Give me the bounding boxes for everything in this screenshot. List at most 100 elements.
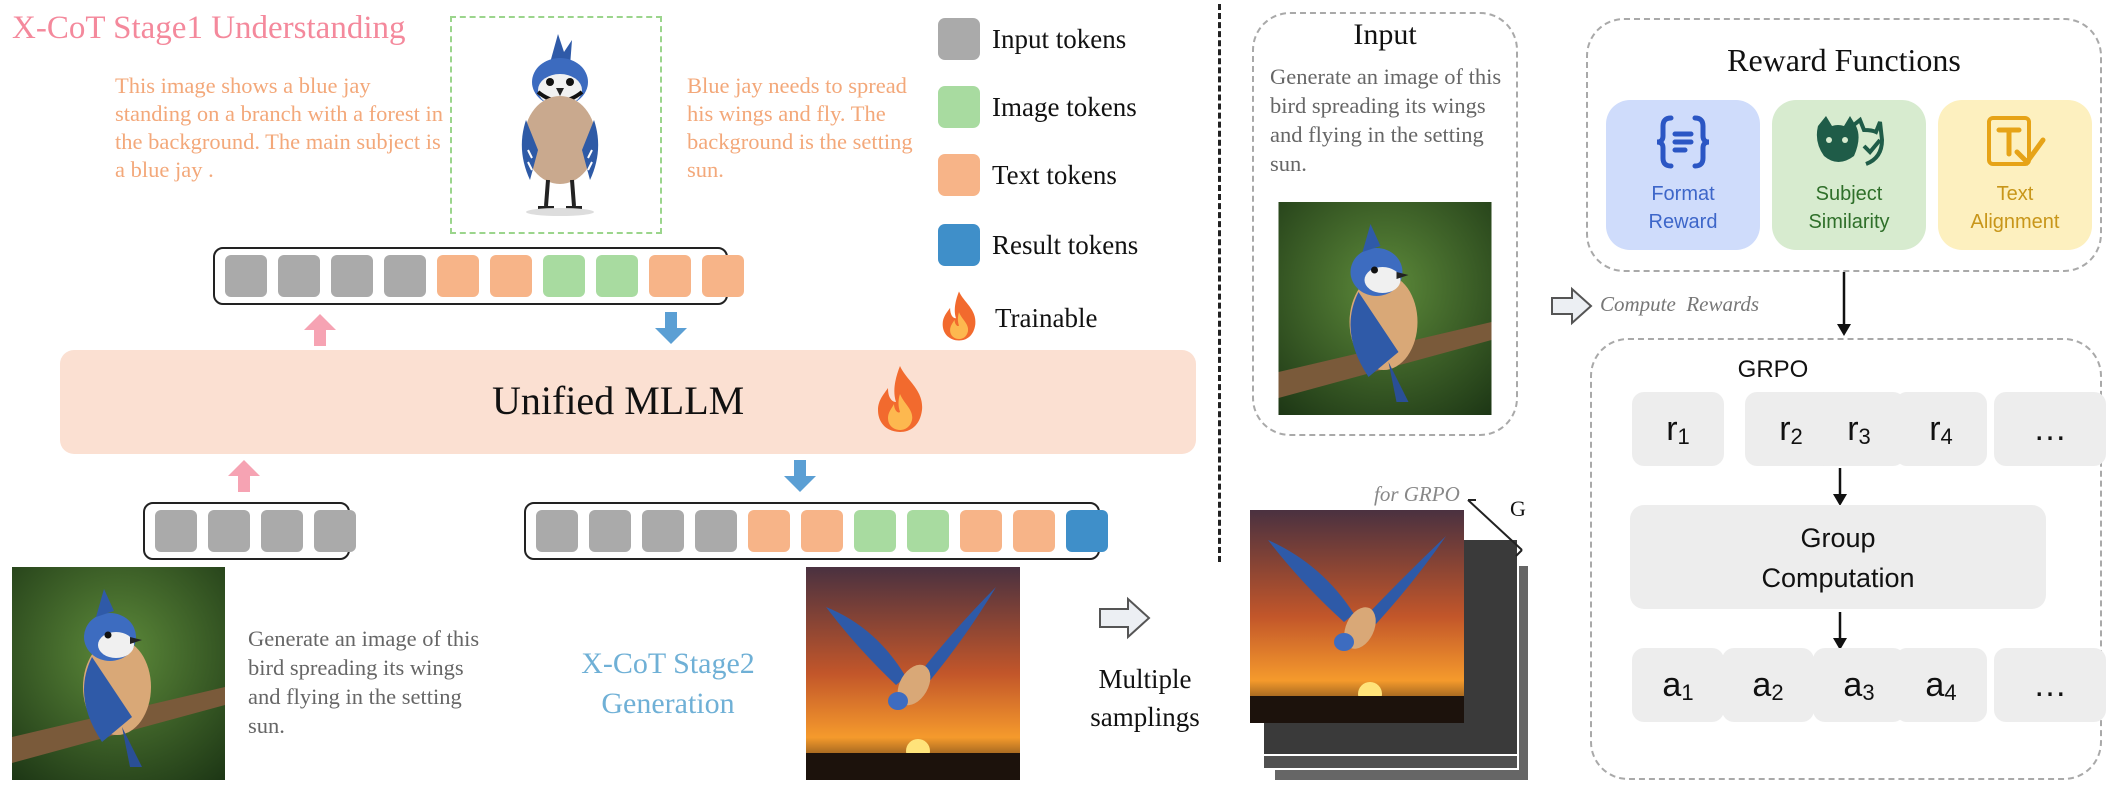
- format-reward-card: Format Reward: [1606, 100, 1760, 250]
- legend-result-label: Result tokens: [992, 230, 1139, 260]
- input-token: [208, 510, 250, 552]
- reward-subscript: 3: [1858, 424, 1871, 449]
- image-token: [543, 255, 585, 297]
- down-arrow-icon: [1833, 612, 1847, 650]
- reward-functions-box: [1586, 18, 2102, 272]
- stage1-output-token-bar: [213, 247, 744, 305]
- text-token: [702, 255, 744, 297]
- legend-result-swatch: [938, 224, 980, 266]
- cat-faces-icon: [1816, 116, 1884, 166]
- stage2-output-token-bar: [524, 502, 1108, 560]
- stack-count-bracket: [1467, 499, 1523, 557]
- input-box-title: Input: [1353, 18, 1417, 51]
- reward-symbol: r: [1847, 409, 1859, 448]
- reward-symbol: r: [1929, 409, 1941, 448]
- input-token: [695, 510, 737, 552]
- input-token: [278, 255, 320, 297]
- unified-mllm-block: [60, 350, 1196, 454]
- advantage-subscript: 4: [1944, 680, 1957, 705]
- text-alignment-label: Text Alignment: [1970, 183, 2060, 233]
- reward-subscript: 1: [1677, 424, 1690, 449]
- section-divider: [1218, 4, 1221, 562]
- g-label: G: [1510, 496, 1526, 521]
- subject-similarity-card: Subject Similarity: [1772, 100, 1926, 250]
- advantage-subscript: 3: [1862, 680, 1875, 705]
- text-token: [801, 510, 843, 552]
- image-token: [907, 510, 949, 552]
- multiple-samplings-label: Multiple samplings: [1090, 664, 1200, 732]
- reward-symbol: r: [1779, 409, 1791, 448]
- sample-stack-front-image: [1250, 510, 1464, 723]
- for-grpo-label: for GRPO: [1374, 482, 1460, 506]
- text-token: [1013, 510, 1055, 552]
- advantage-symbol: a: [1843, 665, 1863, 704]
- input-token: [384, 255, 426, 297]
- text-token: [960, 510, 1002, 552]
- unified-mllm-label: Unified MLLM: [492, 378, 745, 423]
- grpo-box: [1590, 338, 2102, 780]
- generation-prompt-text: Generate an image of this bird spreading…: [248, 626, 480, 738]
- reward-subscript: 4: [1940, 424, 1953, 449]
- blue-jay-sunset-image: [806, 567, 1020, 780]
- image-token: [854, 510, 896, 552]
- text-token: [437, 255, 479, 297]
- up-arrow-icon: [228, 460, 260, 492]
- advantage-ellipsis: …: [1994, 648, 2106, 722]
- input-token: [225, 255, 267, 297]
- down-arrow-icon: [655, 312, 687, 344]
- fire-icon: [878, 366, 923, 432]
- group-computation-block: [1630, 505, 2046, 609]
- legend-trainable-label: Trainable: [995, 303, 1098, 333]
- stage2-title: X-CoT Stage2 Generation: [581, 647, 755, 720]
- advantage-symbol: a: [1662, 665, 1682, 704]
- legend-image-label: Image tokens: [992, 92, 1137, 122]
- reward-subscript: 2: [1790, 424, 1803, 449]
- reward-symbol: r: [1666, 409, 1678, 448]
- advantage-symbol: a: [1925, 665, 1945, 704]
- input-token: [536, 510, 578, 552]
- blue-jay-standing-image: [521, 34, 599, 216]
- legend-input-swatch: [938, 18, 980, 60]
- text-check-icon: [1987, 116, 2046, 166]
- input-token: [589, 510, 631, 552]
- text-token: [649, 255, 691, 297]
- right-arrow-icon: [1551, 286, 1593, 326]
- up-arrow-icon: [304, 314, 336, 346]
- input-token: [261, 510, 303, 552]
- input-token-bar: [143, 502, 356, 560]
- image-token: [596, 255, 638, 297]
- down-arrow-icon: [784, 460, 816, 492]
- reward-ellipsis: …: [1994, 392, 2106, 466]
- input-token: [314, 510, 356, 552]
- format-braces-icon: [1656, 115, 1710, 169]
- reward-functions-title: Reward Functions: [1727, 42, 1961, 78]
- input-token: [642, 510, 684, 552]
- text-alignment-card: Text Alignment: [1938, 100, 2092, 250]
- input-box-prompt: Generate an image of this bird spreading…: [1270, 64, 1502, 176]
- subject-similarity-label: Subject Similarity: [1808, 183, 1890, 233]
- compute-rewards-label: Compute Rewards: [1600, 292, 1760, 316]
- advantage-subscript: 2: [1771, 680, 1784, 705]
- grpo-title: GRPO: [1737, 356, 1809, 383]
- fire-icon: [942, 291, 976, 341]
- input-token: [331, 255, 373, 297]
- result-token: [1066, 510, 1108, 552]
- group-computation-label: Group Computation: [1761, 523, 1915, 593]
- stage1-title: X-CoT Stage1 Understanding: [12, 10, 406, 46]
- blue-jay-branch-image: [12, 567, 225, 780]
- input-token: [155, 510, 197, 552]
- input-box-bird-image: [1278, 202, 1492, 415]
- input-box: [1252, 12, 1518, 436]
- text-token: [748, 510, 790, 552]
- right-arrow-icon: [1099, 596, 1151, 640]
- stage1-description-right: Blue jay needs to spread his wings and f…: [687, 73, 913, 182]
- legend-text-label: Text tokens: [992, 160, 1117, 190]
- down-arrow-icon: [1837, 272, 1851, 336]
- legend-text-swatch: [938, 154, 980, 196]
- stage1-description-left: This image shows a blue jay standing on …: [115, 73, 444, 182]
- text-token: [490, 255, 532, 297]
